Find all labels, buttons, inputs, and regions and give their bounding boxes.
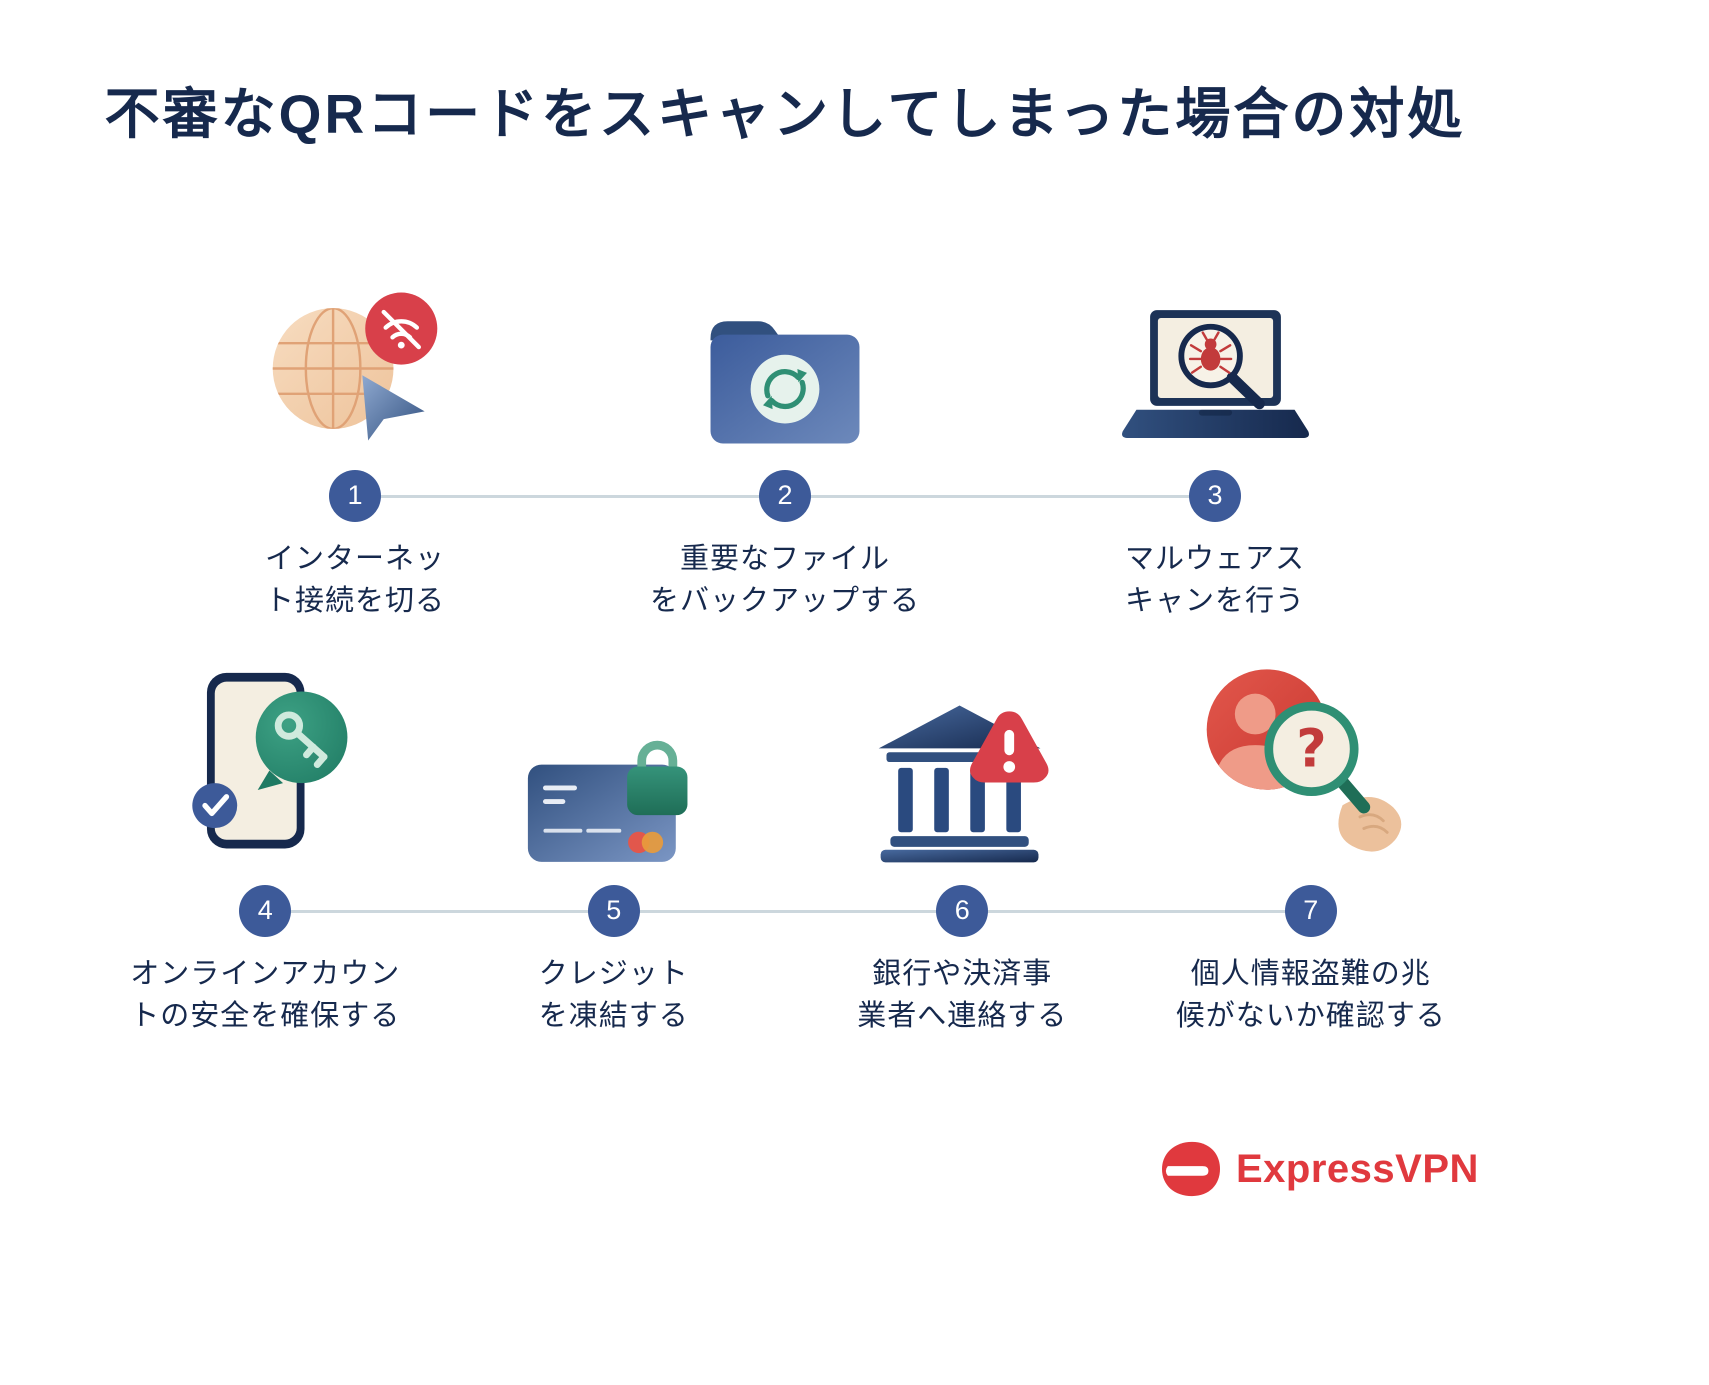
step-label: 銀行や決済事 業者へ連絡する xyxy=(857,957,1068,1032)
identity-theft-check-icon: ? xyxy=(1197,664,1425,869)
step-2: 2 重要なファイル をバックアップする xyxy=(570,249,1000,622)
step-number: 3 xyxy=(1189,469,1241,522)
step-7: ? 7 個人情報盗難の兆 候がないか確認する xyxy=(1137,664,1486,1037)
file-backup-icon xyxy=(699,249,871,454)
bank-warning-graphic xyxy=(878,705,1049,863)
steps-row-1: 1 インターネッ ト接続を切る xyxy=(140,249,1430,622)
step-3: 3 マルウェアス キャンを行う xyxy=(1000,249,1430,622)
expressvpn-logo-icon xyxy=(1162,1141,1220,1197)
internet-disconnect-icon xyxy=(263,249,448,454)
step-4: 4 オンラインアカウン トの安全を確保する xyxy=(91,664,440,1037)
person-magnifier-question-graphic: ? xyxy=(1206,669,1402,852)
steps-row-2: 4 オンラインアカウン トの安全を確保する xyxy=(91,664,1485,1037)
brand-logo: ExpressVPN xyxy=(1160,1140,1479,1198)
credit-freeze-icon xyxy=(524,664,704,869)
step-label: クレジット を凍結する xyxy=(538,957,689,1032)
step-number: 2 xyxy=(759,469,811,522)
step-number: 4 xyxy=(239,884,292,937)
step-label: 重要なファイル をバックアップする xyxy=(649,542,920,617)
svg-text:?: ? xyxy=(1296,718,1326,779)
step-6: 6 銀行や決済事 業者へ連絡する xyxy=(788,664,1137,1037)
step-number: 6 xyxy=(936,884,989,937)
row2-connector-line xyxy=(265,909,1311,913)
phone-key-check-graphic xyxy=(192,672,348,849)
step-label: インターネッ ト接続を切る xyxy=(264,542,445,617)
step-number: 5 xyxy=(587,884,640,937)
malware-scan-icon xyxy=(1113,249,1318,454)
contact-bank-icon xyxy=(867,664,1057,869)
folder-sync-graphic xyxy=(710,321,860,444)
step-label: マルウェアス キャンを行う xyxy=(1124,542,1305,617)
page-title: 不審なQRコードをスキャンしてしまった場合の対処 xyxy=(104,83,1466,145)
secure-online-accounts-icon xyxy=(179,664,351,869)
step-5: 5 クレジット を凍結する xyxy=(440,664,789,1037)
step-number: 7 xyxy=(1284,884,1337,937)
step-label: 個人情報盗難の兆 候がないか確認する xyxy=(1175,957,1446,1032)
step-label: オンラインアカウン トの安全を確保する xyxy=(130,957,401,1032)
laptop-bug-scan-graphic xyxy=(1121,309,1309,438)
credit-card-lock-graphic xyxy=(527,740,688,862)
brand-name: ExpressVPN xyxy=(1236,1146,1479,1191)
step-1: 1 インターネッ ト接続を切る xyxy=(140,249,570,622)
globe-wifi-off-cursor-graphic xyxy=(272,292,437,441)
step-number: 1 xyxy=(329,469,381,522)
